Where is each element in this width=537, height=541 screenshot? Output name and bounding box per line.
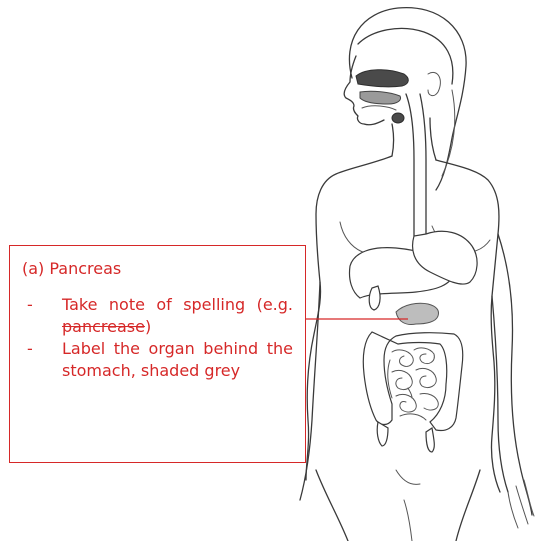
bullet-spelling: - Take note of spelling (e.g. pancrease) <box>22 294 293 338</box>
large-intestine <box>363 332 462 431</box>
annotation-title: (a) Pancreas <box>22 258 293 280</box>
bullet-dash: - <box>27 294 33 316</box>
gallbladder <box>369 286 380 310</box>
bullet-dash: - <box>27 338 33 360</box>
misspelled-example: pancrease <box>62 317 145 336</box>
bullet-spelling-close: ) <box>145 317 151 336</box>
bullet-label-organ: - Label the organ behind the stomach, sh… <box>22 338 293 382</box>
esophagus <box>406 94 426 236</box>
appendix-and-rectum <box>377 422 434 452</box>
bullet-label-organ-text: Label the organ behind the stomach, shad… <box>62 339 293 380</box>
annotation-box: (a) Pancreas - Take note of spelling (e.… <box>9 245 306 463</box>
small-intestine <box>388 348 438 420</box>
bullet-spelling-text: Take note of spelling (e.g. <box>62 295 293 314</box>
mouth-and-nasal-cavity <box>356 70 408 123</box>
pancreas <box>396 303 439 324</box>
